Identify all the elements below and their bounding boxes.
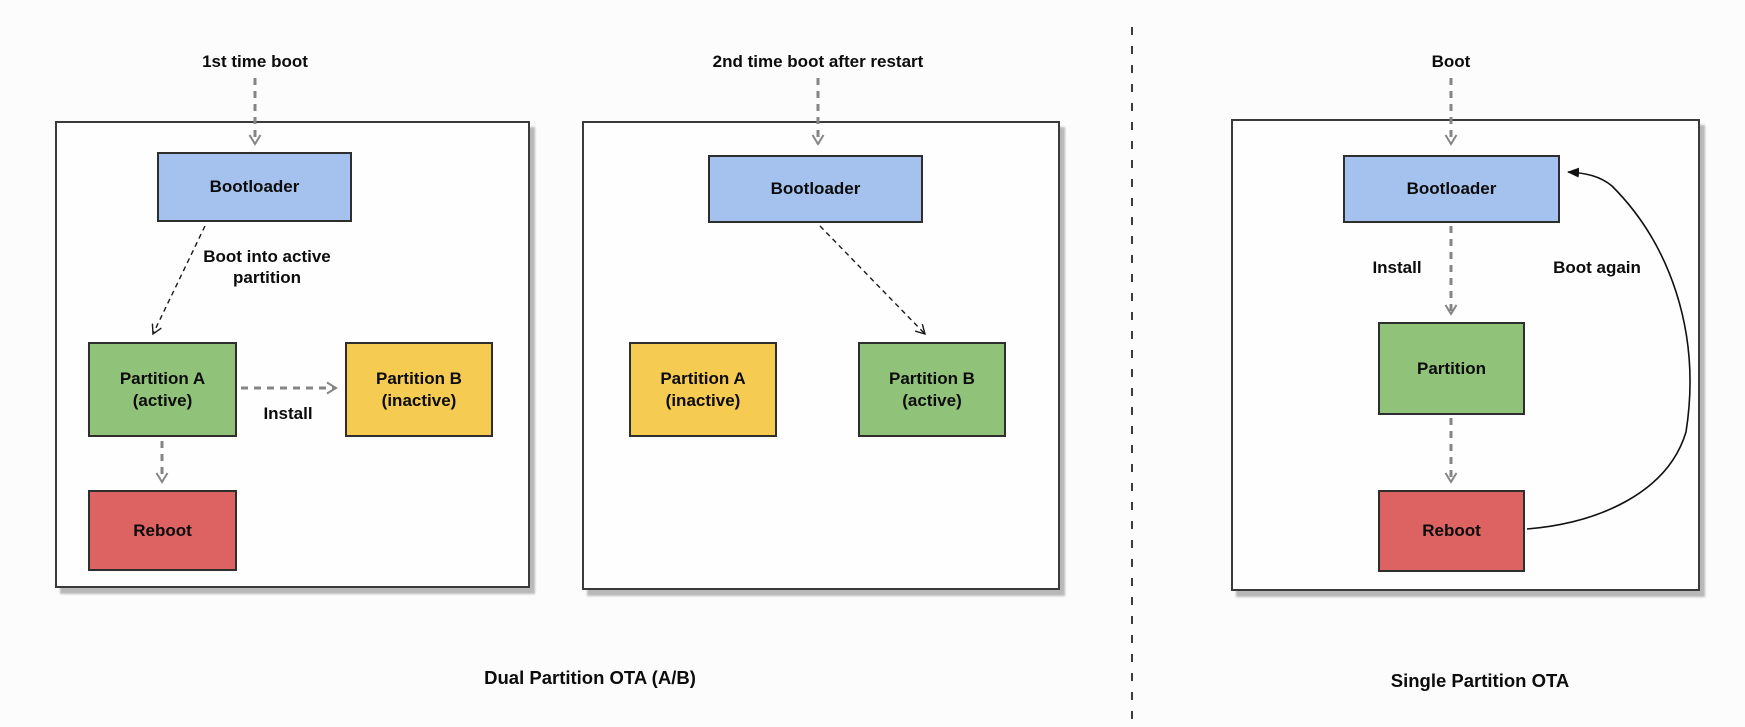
label-first-time-boot: 1st time boot <box>202 52 308 71</box>
label-install-dual: Install <box>263 404 313 423</box>
node-reboot-1: Reboot <box>88 490 237 571</box>
label-second-time-boot: 2nd time boot after restart <box>712 52 924 71</box>
label-boot-again: Boot again <box>1553 258 1641 277</box>
label-boot-into-active-partition: Boot into active partition <box>203 247 331 287</box>
caption-single-partition-ota: Single Partition OTA <box>1390 670 1570 691</box>
node-bootloader-2: Bootloader <box>708 155 923 223</box>
node-partition-b-active: Partition B (active) <box>858 342 1006 437</box>
label-boot: Boot <box>1431 52 1471 71</box>
node-bootloader-3: Bootloader <box>1343 155 1560 223</box>
label-install-single: Install <box>1372 258 1422 277</box>
node-reboot-3: Reboot <box>1378 490 1525 572</box>
node-partition-a-active: Partition A (active) <box>88 342 237 437</box>
node-partition-a-inactive: Partition A (inactive) <box>629 342 777 437</box>
node-partition-single: Partition <box>1378 322 1525 415</box>
node-bootloader-1: Bootloader <box>157 152 352 222</box>
node-partition-b-inactive: Partition B (inactive) <box>345 342 493 437</box>
caption-dual-partition-ota: Dual Partition OTA (A/B) <box>484 667 696 688</box>
